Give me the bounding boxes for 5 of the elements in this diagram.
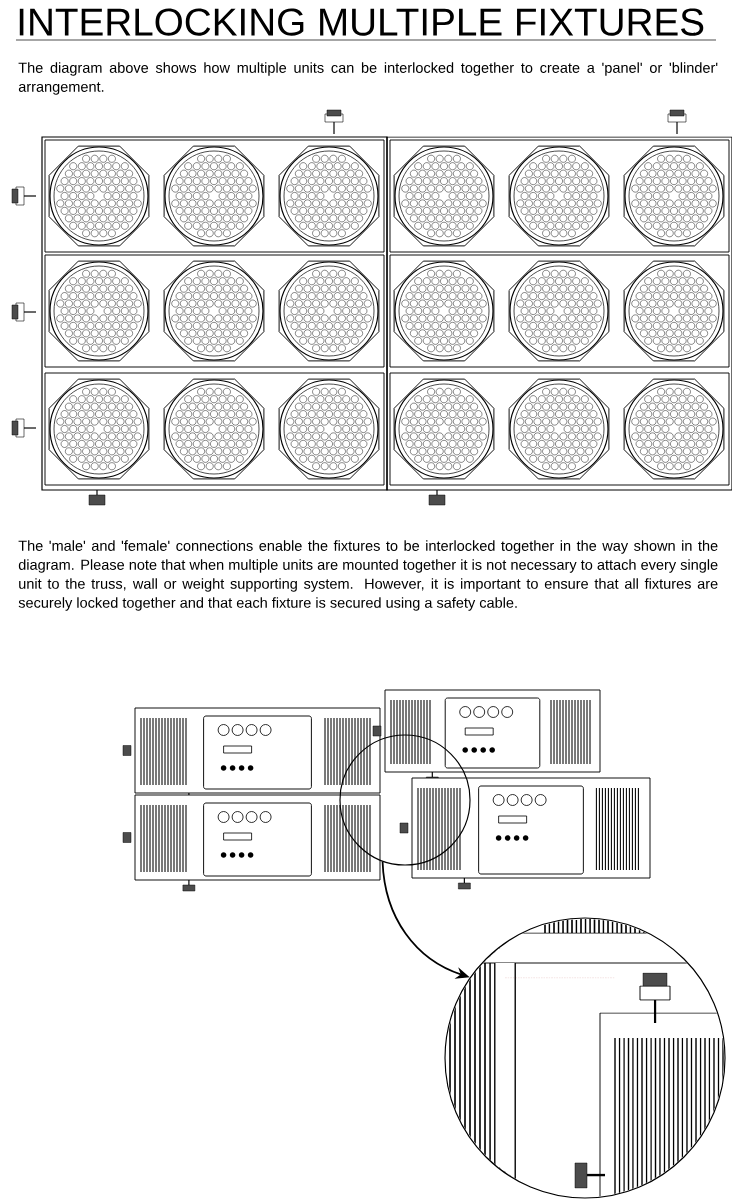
paragraph: The diagram above shows how multiple units can be interlocked together to create a 'panel' or 'blinder' arrangement. [18, 62, 718, 95]
paragraph: The 'male' and 'female' connections enable the fixtures to be interlocked together in the way shown in the diagram. Please note that when multiple units are mounted together it is not necessary to attach every single unit to the truss, wall or weight supporting system. However, it is important to ensure that all fixtures are securely locked together and that each fixture is secured using a safety cable. [18, 540, 718, 611]
magnifier-circle [339, 734, 471, 866]
detail-inset-drawing [444, 917, 726, 1199]
title: INTERLOCKING MULTIPLE FIXTURES [19, 8, 704, 36]
